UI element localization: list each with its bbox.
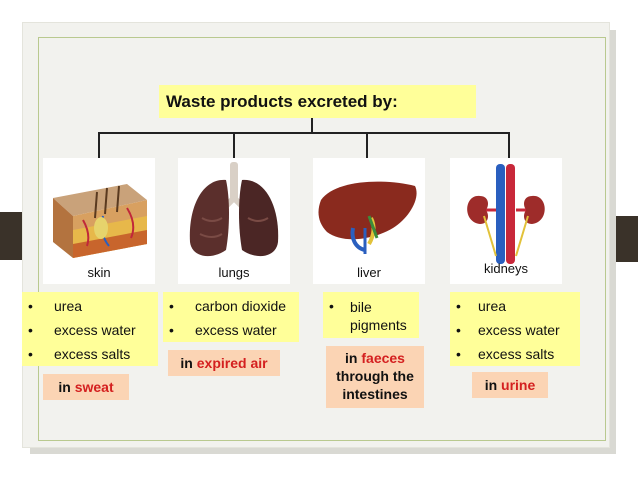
excretion-route-lungs: in expired air xyxy=(168,350,280,376)
list-item: • excess water xyxy=(163,320,299,344)
list-item: • excess salts xyxy=(22,344,158,368)
list-item: • excess water xyxy=(450,320,580,344)
organ-card-lungs: lungs xyxy=(178,158,290,284)
liver-icon xyxy=(318,181,417,254)
waste-list-lungs: • carbon dioxide • excess water xyxy=(163,292,299,342)
organ-card-skin: skin xyxy=(43,158,155,284)
lungs-icon xyxy=(189,162,279,257)
list-item-text: excess water xyxy=(54,322,136,338)
list-item: • excess salts xyxy=(450,344,580,368)
branch-bar-line xyxy=(98,132,510,134)
list-item-text: carbon dioxide xyxy=(195,298,287,314)
diagram-title: Waste products excreted by: xyxy=(159,85,476,118)
slide-frame xyxy=(38,37,606,441)
route-prefix: in xyxy=(58,379,75,395)
bullet: • xyxy=(28,346,33,362)
list-item: • carbon dioxide xyxy=(163,296,299,320)
organ-card-kidneys: kidneys xyxy=(450,158,562,284)
skin-cross-section-icon xyxy=(53,184,147,258)
list-item: • bile pigments xyxy=(323,296,419,336)
list-item-text: excess salts xyxy=(478,346,555,362)
bullet: • xyxy=(329,298,334,314)
organ-label-skin: skin xyxy=(87,265,111,280)
bullet: • xyxy=(28,322,33,338)
bullet: • xyxy=(169,322,174,338)
route-suffix: through the intestines xyxy=(336,368,414,402)
excretion-route-skin: in sweat xyxy=(43,374,129,400)
route-prefix: in xyxy=(180,355,197,371)
waste-list-skin: • urea • excess water • excess salts xyxy=(22,292,158,366)
title-stem-line xyxy=(311,118,313,133)
list-item: • urea xyxy=(22,296,158,320)
left-edge-tab xyxy=(0,212,26,260)
route-highlight: expired air xyxy=(196,355,268,371)
bullet: • xyxy=(456,346,461,362)
bullet: • xyxy=(456,322,461,338)
organ-label-lungs: lungs xyxy=(218,265,250,280)
route-highlight: urine xyxy=(501,377,536,393)
branch-lungs-line xyxy=(233,132,235,158)
waste-list-liver: • bile pigments xyxy=(323,292,419,338)
waste-list-kidneys: • urea • excess water • excess salts xyxy=(450,292,580,366)
excretion-route-liver: in faeces through the intestines xyxy=(326,346,424,408)
list-item-text: excess water xyxy=(478,322,560,338)
excretion-route-kidneys: in urine xyxy=(472,372,548,398)
route-prefix: in xyxy=(345,350,362,366)
bullet: • xyxy=(28,298,33,314)
kidneys-icon xyxy=(467,164,545,264)
organ-label-kidneys: kidneys xyxy=(483,261,529,276)
route-prefix: in xyxy=(484,377,502,393)
list-item-text: bile pigments xyxy=(350,299,407,333)
organ-label-liver: liver xyxy=(357,265,381,280)
list-item: • urea xyxy=(450,296,580,320)
branch-kidneys-line xyxy=(508,132,510,158)
route-highlight: sweat xyxy=(74,379,114,395)
bullet: • xyxy=(456,298,461,314)
bullet: • xyxy=(169,298,174,314)
branch-skin-line xyxy=(98,132,100,158)
list-item: • excess water xyxy=(22,320,158,344)
list-item-text: urea xyxy=(54,298,83,314)
list-item-text: excess salts xyxy=(54,346,131,362)
branch-liver-line xyxy=(366,132,368,158)
list-item-text: excess water xyxy=(195,322,277,338)
organ-card-liver: liver xyxy=(313,158,425,284)
list-item-text: urea xyxy=(478,298,507,314)
route-highlight: faeces xyxy=(361,350,405,366)
